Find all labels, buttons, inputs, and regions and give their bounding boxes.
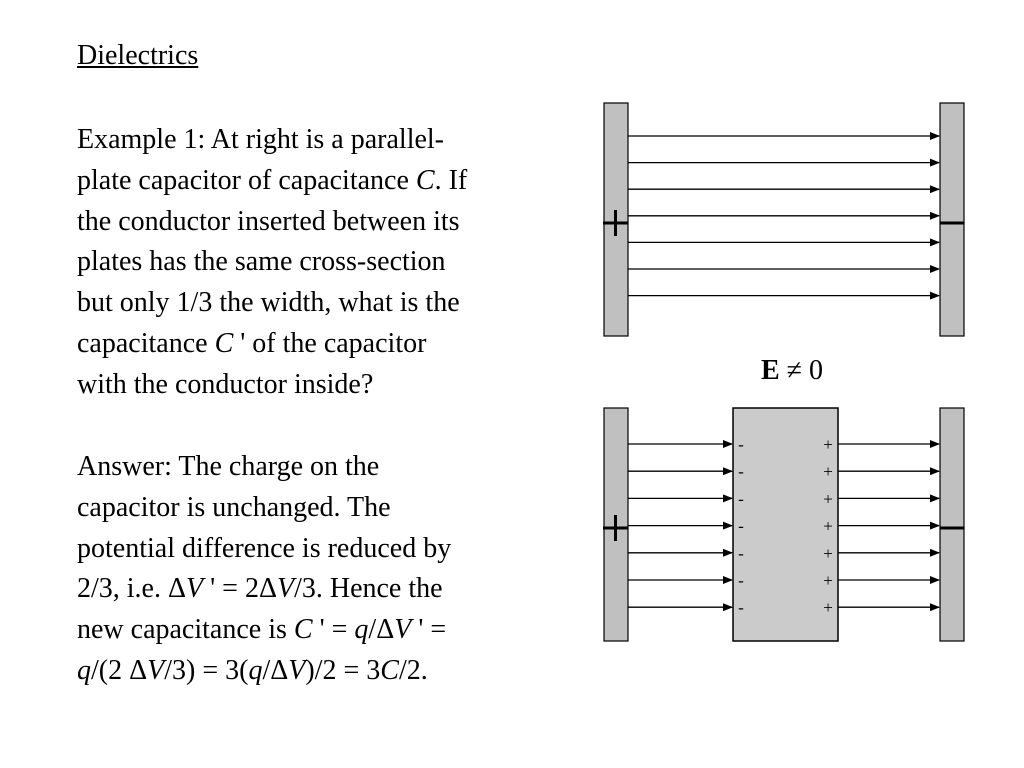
field-relation: ≠ 0: [780, 355, 823, 386]
answer-line: potential difference is reduced by: [77, 529, 451, 570]
negative-charge: -: [738, 598, 744, 617]
text-run: /3. Hence the: [294, 573, 443, 605]
text-run: capacitance: [77, 327, 215, 359]
italic-symbol: V: [288, 654, 306, 686]
top-right-plate: [939, 102, 965, 337]
italic-symbol: V: [186, 573, 204, 605]
negative-charge: -: [738, 544, 744, 563]
field-label: E ≠ 0: [761, 355, 823, 386]
example-line: plate capacitor of capacitance C. If: [77, 161, 467, 202]
italic-symbol: q: [354, 614, 369, 646]
top-field-lines: [628, 132, 940, 300]
answer-paragraph: Answer: The charge on the capacitor is un…: [77, 447, 451, 692]
text-run: /Δ: [368, 614, 395, 646]
example-line: the conductor inserted between its: [77, 202, 467, 243]
example-line: with the conductor inside?: [77, 365, 467, 406]
text-run: new capacitance is: [77, 614, 294, 646]
text-run: Answer: The charge on the: [77, 451, 380, 482]
italic-symbol: V: [394, 614, 412, 646]
top-plus-sign: [603, 210, 628, 236]
positive-charge: +: [823, 435, 833, 454]
text-run: 2/3, i.e. Δ: [77, 573, 186, 605]
bottom-field-lines: [628, 440, 940, 612]
negative-charge: -: [738, 571, 744, 590]
italic-symbol: C: [415, 164, 435, 196]
text-run: )/2 = 3: [305, 654, 381, 686]
answer-line: new capacitance is C ' = q/ΔV ' =: [77, 610, 451, 651]
text-run: ' =: [411, 614, 447, 646]
bottom-capacitor: - + - + - + - + - + - + - +: [603, 407, 965, 642]
italic-symbol: C: [293, 614, 313, 646]
italic-symbol: C: [380, 654, 399, 686]
text-run: with the conductor inside?: [77, 368, 374, 400]
positive-charge: +: [823, 598, 833, 617]
positive-charge: +: [823, 462, 833, 481]
italic-symbol: q: [77, 654, 91, 686]
text-run: . If: [434, 164, 468, 196]
italic-symbol: V: [147, 654, 165, 686]
italic-symbol: V: [276, 573, 295, 605]
text-run: ' = 2Δ: [203, 573, 277, 605]
positive-charge: +: [823, 489, 833, 508]
answer-line: 2/3, i.e. ΔV ' = 2ΔV/3. Hence the: [77, 569, 451, 610]
negative-charge: -: [738, 462, 744, 481]
text-run: ' =: [312, 614, 355, 646]
negative-charge: -: [738, 489, 744, 508]
answer-line: Answer: The charge on the: [77, 447, 451, 488]
negative-charge: -: [738, 517, 744, 536]
positive-charge: +: [823, 517, 833, 536]
example-line: but only 1/3 the width, what is the: [77, 283, 467, 324]
top-capacitor: [603, 102, 965, 337]
example-line: capacitance C ' of the capacitor: [77, 324, 467, 365]
answer-line: capacitor is unchanged. The: [77, 488, 451, 529]
text-run: /2.: [398, 654, 428, 686]
italic-symbol: q: [248, 654, 263, 686]
text-run: but only 1/3 the width, what is the: [77, 287, 460, 319]
bottom-plus-sign: [603, 515, 628, 541]
slide-title: Dielectrics: [77, 40, 199, 71]
positive-charge: +: [823, 571, 833, 590]
text-run: plate capacitor of capacitance: [77, 164, 416, 196]
positive-charge: +: [823, 544, 833, 563]
conductor-charges: - + - + - + - + - + - + - +: [738, 435, 833, 617]
text-run: /3) = 3(: [164, 654, 249, 686]
answer-line: q/(2 ΔV/3) = 3(q/ΔV)/2 = 3C/2.: [77, 651, 451, 692]
field-symbol: E: [761, 355, 780, 386]
example-paragraph: Example 1: At right is a parallel-plate …: [77, 120, 467, 406]
negative-charge: -: [738, 435, 744, 454]
text-run: /Δ: [262, 654, 289, 686]
conductor-slab: [732, 407, 839, 642]
bottom-right-plate: [939, 407, 965, 642]
text-run: Example 1: At right is a parallel-: [77, 124, 445, 155]
text-run: plates has the same cross-section: [77, 246, 446, 278]
text-run: capacitor is unchanged. The: [77, 491, 391, 523]
italic-symbol: C: [214, 327, 234, 359]
text-run: ' of the capacitor: [233, 327, 427, 359]
text-run: potential difference is reduced by: [77, 532, 452, 564]
example-line: Example 1: At right is a parallel-: [77, 120, 467, 161]
example-line: plates has the same cross-section: [77, 242, 467, 283]
text-run: the conductor inserted between its: [77, 205, 460, 237]
text-run: /(2 Δ: [91, 654, 148, 686]
